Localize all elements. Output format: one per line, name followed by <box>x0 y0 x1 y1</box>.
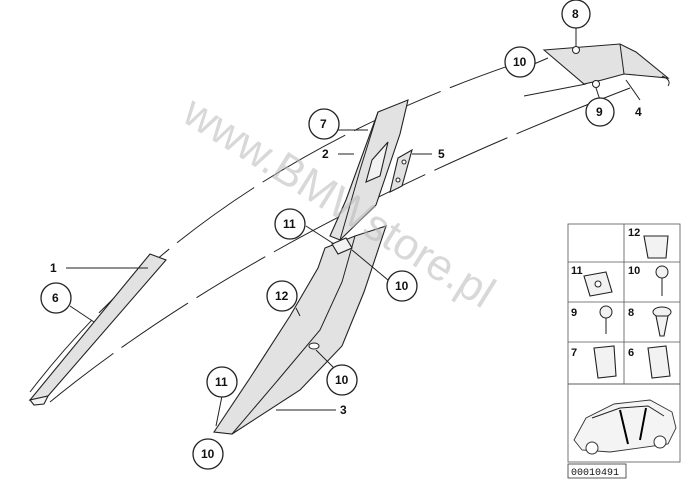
part-5-hole-top <box>401 159 407 165</box>
leader-10-mid <box>351 249 389 281</box>
legend-label-9: 9 <box>571 307 577 319</box>
vehicle-pillar-highlight <box>619 407 647 445</box>
callout-7: 7 <box>320 117 327 131</box>
part-2-pillar-fold <box>339 111 379 241</box>
leader-10-top <box>533 57 549 65</box>
callout-ring-11-low <box>206 366 238 398</box>
part-5-hole-bottom <box>395 177 401 183</box>
vehicle-window-line <box>591 405 665 419</box>
vehicle-wheel-front <box>585 441 599 455</box>
callout-11-mid: 11 <box>283 217 296 231</box>
callout-ring-10-bottom <box>192 438 224 470</box>
leader-11-low <box>215 395 223 427</box>
callout-1: 1 <box>50 261 57 275</box>
leader-10-top-b <box>523 83 587 97</box>
legend-label-12: 12 <box>628 227 640 239</box>
callout-ring-10-mid <box>386 270 418 302</box>
callout-9: 9 <box>596 105 603 119</box>
leader-12 <box>295 307 301 317</box>
part-8-screw <box>572 46 580 54</box>
callout-10-low: 10 <box>335 373 349 387</box>
callout-5: 5 <box>438 147 445 161</box>
part-2-pillar-slot <box>365 141 389 183</box>
vehicle-thumbnail-frame <box>567 383 681 463</box>
legend-nut-hole-11 <box>594 280 602 288</box>
leader-6 <box>69 305 95 323</box>
legend-screw-head-10 <box>655 265 669 279</box>
part-3-hole <box>308 342 320 350</box>
part-3-inner-ridge <box>231 235 356 435</box>
roof-outline-inner <box>49 87 631 403</box>
callout-ring-7 <box>308 108 340 140</box>
callout-10-mid: 10 <box>395 279 409 293</box>
callout-ring-11-mid <box>274 208 306 240</box>
callout-ring-12 <box>266 280 298 312</box>
legend-label-11: 11 <box>571 265 583 277</box>
callout-ring-10-top <box>504 46 536 78</box>
legend-screw-head-9 <box>599 305 613 319</box>
legend-label-7: 7 <box>571 347 577 359</box>
callout-ring-8 <box>561 0 591 29</box>
part-1-trim-end <box>29 395 50 406</box>
leader-11-mid <box>305 225 335 245</box>
legend-label-6: 6 <box>628 347 634 359</box>
callout-ring-6 <box>40 282 72 314</box>
callout-2: 2 <box>322 147 329 161</box>
legend-clip-12 <box>643 235 669 259</box>
part-5-bracket <box>389 148 413 194</box>
callout-10-top: 10 <box>513 55 527 69</box>
legend-label-8: 8 <box>628 307 634 319</box>
document-number-box <box>567 463 627 479</box>
callout-10-bottom: 10 <box>201 447 215 461</box>
callout-3: 3 <box>340 403 347 417</box>
legend-label-10: 10 <box>628 265 640 277</box>
part-3-top-clip <box>331 237 353 255</box>
callout-6: 6 <box>52 291 59 305</box>
legend-clip-7 <box>593 345 617 379</box>
callout-ring-10-low <box>326 364 358 396</box>
callout-8: 8 <box>572 7 579 21</box>
callout-12: 12 <box>275 289 289 303</box>
part-9-screw <box>592 80 600 88</box>
callout-ring-9 <box>585 97 615 127</box>
part-1-roof-trim <box>28 253 167 401</box>
legend-rivet-body-8 <box>655 315 669 337</box>
legend-clip-6 <box>647 345 671 379</box>
part-4-rear-trim <box>542 43 670 85</box>
leader-4 <box>625 79 641 101</box>
leader-10-low <box>315 349 335 369</box>
document-number: 00010491 <box>571 468 619 479</box>
part-4-hook <box>661 75 670 87</box>
vehicle-wheel-rear <box>653 435 667 449</box>
part-4-rear-edge <box>619 43 625 75</box>
callout-4: 4 <box>635 105 642 119</box>
callout-11-low: 11 <box>215 375 228 389</box>
roof-outline <box>29 61 521 393</box>
fastener-legend: 12 11 10 9 8 7 6 <box>567 223 681 463</box>
